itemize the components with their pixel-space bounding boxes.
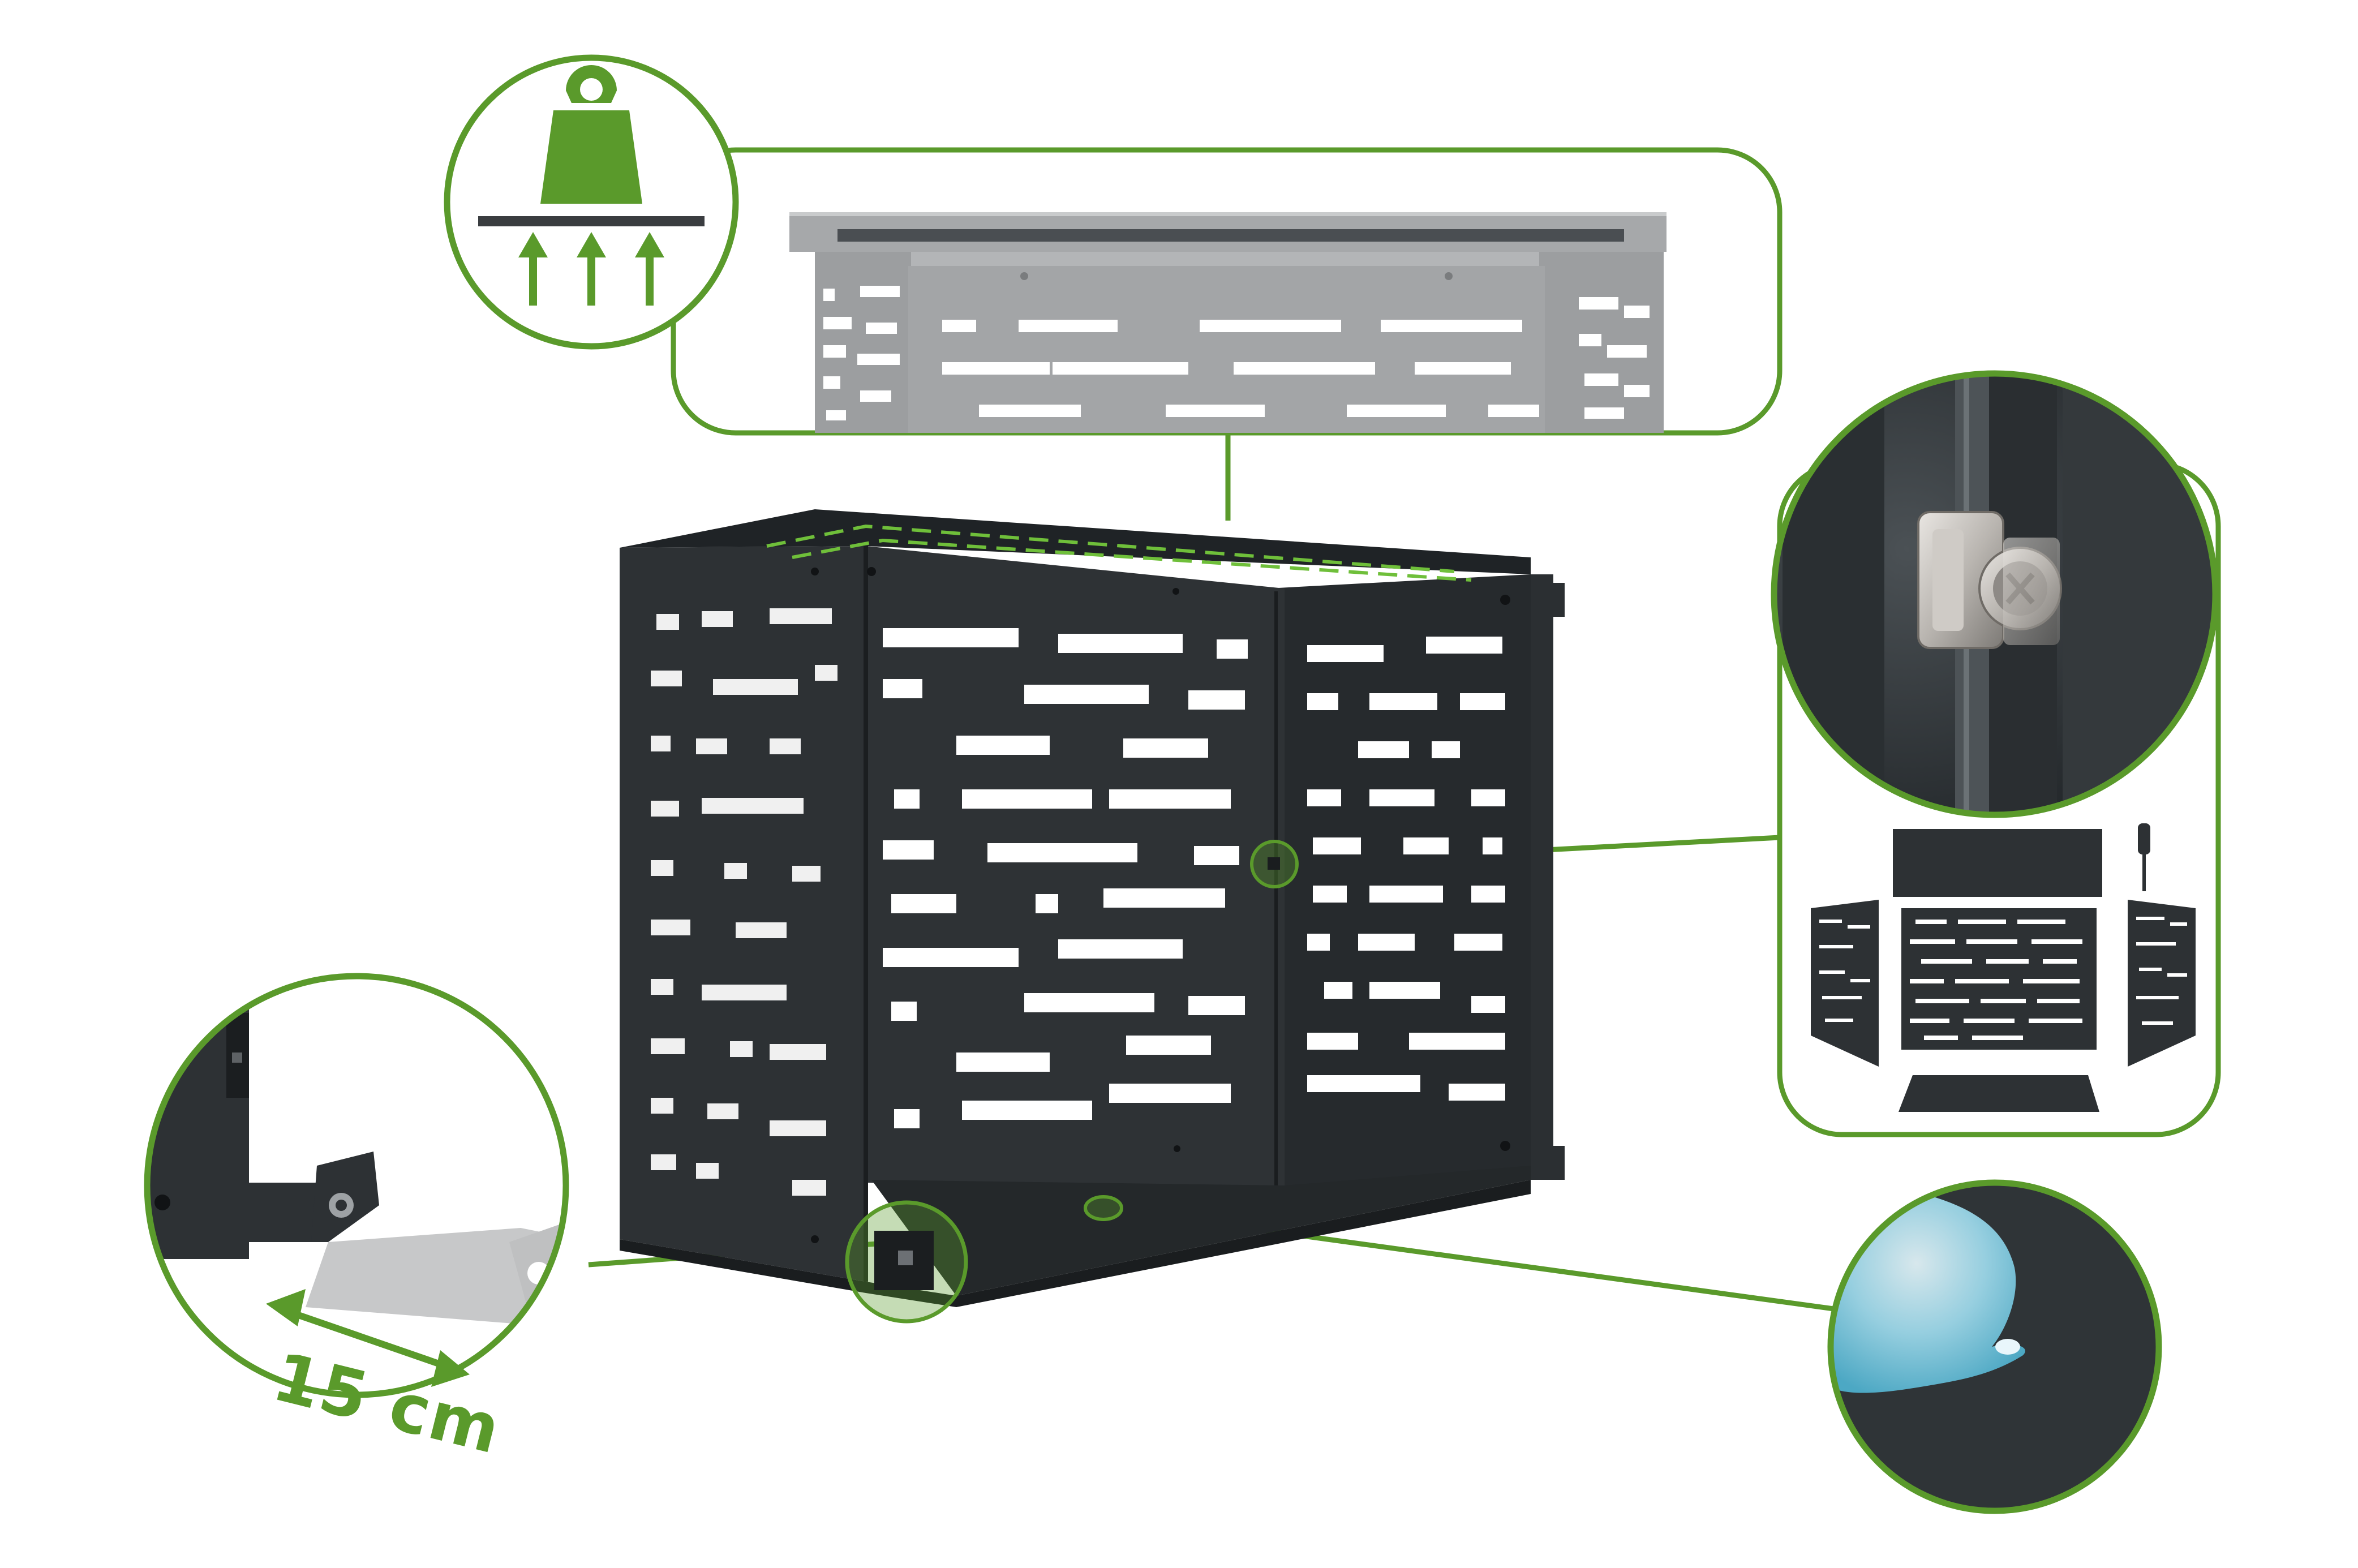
weight-load-icon [478,65,705,306]
lid-highlight-dashes [766,524,1472,582]
lid-detail-box [671,147,1783,436]
cabinet [620,509,1565,1324]
panel-clip-icon [1917,511,2062,649]
foot-focus-ring [845,1200,968,1324]
screwdriver-icon [2138,823,2150,891]
spacer-detail-circle: 15 cm [144,973,569,1469]
measure-arrow-icon [266,1289,470,1387]
clip-focus-ring [1250,840,1299,888]
drain-focus-ring [1084,1195,1123,1221]
load-icon-circle [444,54,739,350]
water-drop-icon [1833,1194,2025,1393]
flat-pack-diagram [1811,823,2196,1112]
right-panel-slots [1307,637,1505,1101]
left-panel-slots [651,608,837,1196]
drain-detail-circle [1827,1179,2162,1514]
back-panel-slots [883,628,1248,1128]
